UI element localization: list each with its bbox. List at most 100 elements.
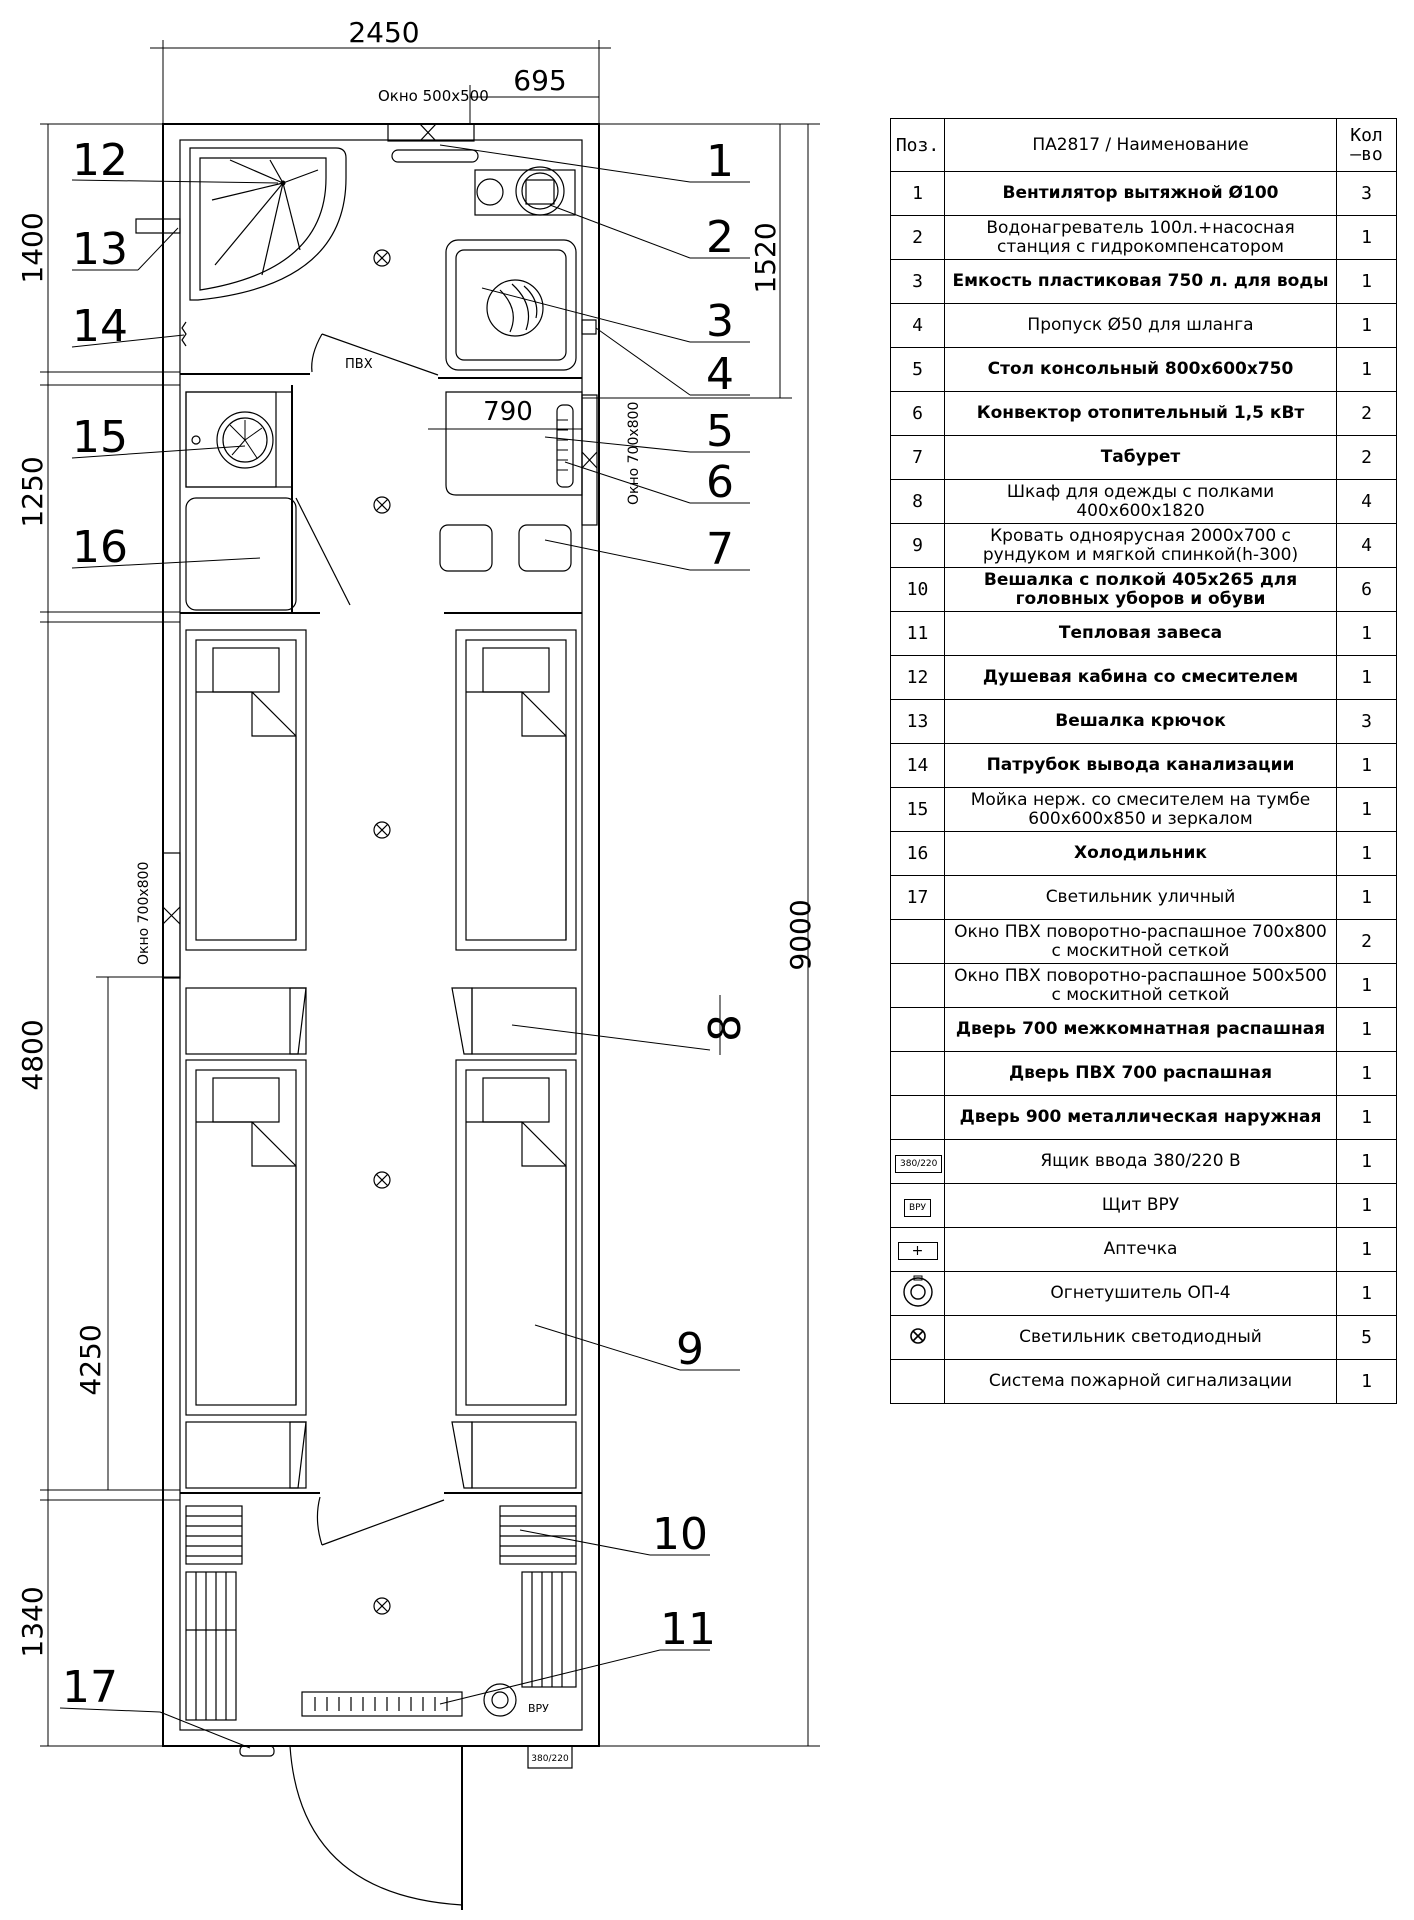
row-name: Щит ВРУ [944, 1183, 1337, 1228]
row-qty: 1 [1336, 1095, 1397, 1140]
row-pos: + [890, 1227, 945, 1272]
callout-3: 3 [481, 287, 750, 347]
row-name: Емкость пластиковая 750 л. для воды [944, 259, 1337, 304]
dim-right-chain: 9000 1520 [582, 123, 820, 1747]
svg-text:16: 16 [72, 522, 128, 573]
callout-14: 14 [71, 301, 185, 352]
table-row: Окно ПВХ поворотно-распашное 700х800 с м… [890, 919, 1397, 964]
row-qty: 1 [1336, 1051, 1397, 1096]
bed-1 [185, 629, 307, 951]
row-name: Патрубок вывода канализации [944, 743, 1337, 788]
svg-text:14: 14 [72, 301, 128, 352]
dim-width: 2450 [150, 16, 611, 124]
row-qty: 4 [1336, 479, 1397, 524]
row-qty: 5 [1336, 1315, 1397, 1360]
row-name: Конвектор отопительный 1,5 кВт [944, 391, 1337, 436]
bed-4 [455, 1059, 577, 1416]
row-qty: 1 [1336, 963, 1397, 1008]
dim-table-label: 790 [483, 397, 533, 427]
svg-text:5: 5 [706, 406, 734, 457]
row-pos [890, 963, 945, 1008]
window-left: Окно 700х800 [136, 852, 181, 979]
row-qty: 1 [1336, 875, 1397, 920]
row-qty: 1 [1336, 611, 1397, 656]
row-qty: 2 [1336, 919, 1397, 964]
row-qty: 4 [1336, 523, 1397, 568]
callout-6: 6 [564, 457, 750, 508]
dim-inner-label: 4250 [74, 1324, 107, 1395]
exhaust-fan [391, 149, 479, 163]
dim-zone2-label: 1250 [16, 456, 49, 527]
shower-cabin [189, 147, 347, 301]
dim-inner-4250: 4250 [74, 976, 180, 1490]
row-qty: 1 [1336, 1271, 1397, 1316]
row-name: Холодильник [944, 831, 1337, 876]
outdoor-light [239, 1745, 275, 1757]
svg-text:6: 6 [706, 457, 734, 508]
dim-door-offset-label: 695 [513, 64, 566, 97]
row-name: Водонагреватель 100л.+насосная станция с… [944, 215, 1337, 260]
svg-text:13: 13 [72, 224, 128, 275]
svg-text:11: 11 [660, 1604, 716, 1655]
row-pos: ВРУ [890, 1183, 945, 1228]
extinguisher-icon [483, 1683, 517, 1717]
row-name: Светильник светодиодный [944, 1315, 1337, 1360]
callout-1: 1 [439, 136, 750, 187]
row-name: Аптечка [944, 1227, 1337, 1272]
row-pos [890, 1007, 945, 1052]
svg-text:9: 9 [676, 1324, 704, 1375]
row-pos: 1 [890, 171, 945, 216]
row-pos: 13 [890, 699, 945, 744]
entrance-door [289, 1745, 463, 1910]
callout-17: 17 [59, 1662, 251, 1749]
input-box-icon: 380/220 [895, 1154, 943, 1173]
door-pvh-bathroom: ПВХ [311, 333, 439, 376]
callouts: 1 2 3 4 5 6 7 8 9 10 11 12 13 14 15 16 1… [59, 135, 751, 1749]
console-table: 790 [428, 391, 583, 496]
window-right-label: Окно 700х800 [626, 402, 642, 505]
callout-11: 11 [439, 1604, 716, 1705]
row-name: Душевая кабина со смесителем [944, 655, 1337, 700]
row-pos: 10 [890, 567, 945, 612]
dim-zone4-label: 1340 [16, 1586, 49, 1657]
heat-curtain [301, 1691, 463, 1717]
stool-1 [439, 524, 493, 572]
hat-shelves [185, 1505, 577, 1721]
vru-label: ВРУ [528, 1702, 549, 1715]
row-pos: 7 [890, 435, 945, 480]
row-name: Система пожарной сигнализации [944, 1359, 1337, 1404]
header-qty: Кол –во [1336, 118, 1397, 172]
row-pos [890, 1271, 945, 1316]
row-name: Дверь ПВХ 700 распашная [944, 1051, 1337, 1096]
row-name: Пропуск Ø50 для шланга [944, 303, 1337, 348]
window-left-label: Окно 700х800 [136, 862, 152, 965]
row-name: Вешалка крючок [944, 699, 1337, 744]
callout-9: 9 [534, 1324, 740, 1375]
row-pos [890, 1051, 945, 1096]
callout-7: 7 [544, 524, 750, 575]
wardrobe-4 [451, 1421, 577, 1489]
led-light-icon [373, 1597, 391, 1615]
row-name: Табурет [944, 435, 1337, 480]
water-heater [474, 166, 576, 216]
row-qty: 1 [1336, 1359, 1397, 1404]
window-right: Окно 700х800 [581, 394, 642, 526]
vru-panel-icon: ВРУ [903, 1198, 932, 1217]
dim-door-offset: 695 [469, 64, 599, 124]
water-tank [445, 239, 577, 371]
svg-text:12: 12 [72, 135, 128, 186]
row-name: Мойка нерж. со смесителем на тумбе 600х6… [944, 787, 1337, 832]
